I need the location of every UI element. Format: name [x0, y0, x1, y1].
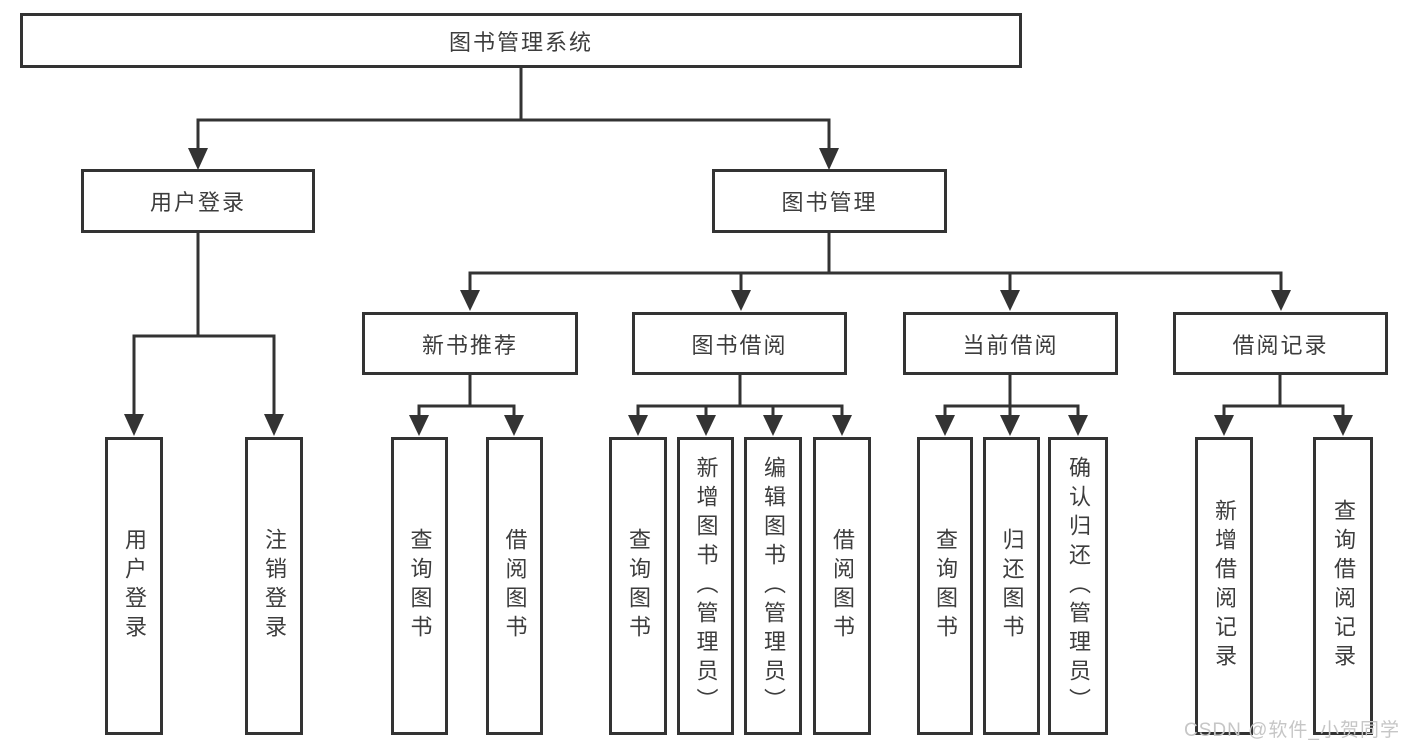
leaf-newbook-query-books: 查询图书 [391, 437, 448, 735]
leaf-user-login: 用户登录 [105, 437, 163, 735]
leaf-current-confirm-return-admin-label: 确认归还（管理员） [1066, 455, 1091, 717]
connector-borrow-records [1214, 373, 1353, 436]
node-new-book-recommend-label: 新书推荐 [421, 332, 518, 358]
leaf-records-add-borrow-record-label: 新增借阅记录 [1212, 499, 1237, 673]
leaf-current-return-books-label: 归还图书 [999, 528, 1025, 644]
leaf-newbook-borrow-books: 借阅图书 [486, 437, 543, 735]
leaf-borrow-borrow-books-label: 借阅图书 [830, 528, 855, 644]
node-new-book-recommend: 新书推荐 [362, 312, 578, 375]
leaf-borrow-add-books-admin: 新增图书（管理员） [677, 437, 734, 735]
leaf-records-query-borrow-record: 查询借阅记录 [1313, 437, 1373, 735]
leaf-borrow-edit-books-admin-label: 编辑图书（管理员） [761, 455, 786, 717]
connector-user-login [124, 231, 284, 436]
node-book-management: 图书管理 [712, 169, 947, 233]
leaf-borrow-borrow-books: 借阅图书 [813, 437, 871, 735]
leaf-logout-login-label: 注销登录 [262, 528, 287, 644]
node-book-management-label: 图书管理 [781, 190, 878, 215]
leaf-borrow-edit-books-admin: 编辑图书（管理员） [744, 437, 802, 735]
leaf-current-query-books: 查询图书 [917, 437, 973, 735]
connector-root [188, 66, 839, 170]
node-user-login: 用户登录 [81, 169, 315, 233]
node-book-borrow-label: 图书借阅 [691, 332, 788, 358]
leaf-borrow-query-books-label: 查询图书 [626, 528, 651, 644]
leaf-current-confirm-return-admin: 确认归还（管理员） [1048, 437, 1108, 735]
node-user-login-label: 用户登录 [149, 190, 246, 215]
connector-book-borrow [628, 373, 852, 436]
node-current-borrow: 当前借阅 [903, 312, 1118, 375]
leaf-newbook-query-books-label: 查询图书 [407, 528, 433, 644]
csdn-watermark: CSDN @软件_小贺同学 [1184, 720, 1400, 741]
leaf-user-login-label: 用户登录 [122, 528, 147, 644]
connector-current-borrow [935, 373, 1088, 436]
leaf-records-add-borrow-record: 新增借阅记录 [1195, 437, 1253, 735]
leaf-current-return-books: 归还图书 [983, 437, 1040, 735]
leaf-current-query-books-label: 查询图书 [933, 528, 958, 644]
leaf-borrow-add-books-admin-label: 新增图书（管理员） [693, 455, 719, 717]
leaf-borrow-query-books: 查询图书 [609, 437, 667, 735]
connector-book-management [460, 231, 1291, 311]
node-borrow-records: 借阅记录 [1173, 312, 1388, 375]
node-root-label: 图书管理系统 [448, 29, 593, 55]
leaf-newbook-borrow-books-label: 借阅图书 [502, 528, 528, 644]
connector-new-book [409, 373, 524, 436]
node-root: 图书管理系统 [20, 13, 1022, 68]
node-borrow-records-label: 借阅记录 [1232, 332, 1329, 358]
node-current-borrow-label: 当前借阅 [962, 332, 1059, 358]
leaf-records-query-borrow-record-label: 查询借阅记录 [1331, 499, 1356, 673]
leaf-logout-login: 注销登录 [245, 437, 303, 735]
node-book-borrow: 图书借阅 [632, 312, 847, 375]
